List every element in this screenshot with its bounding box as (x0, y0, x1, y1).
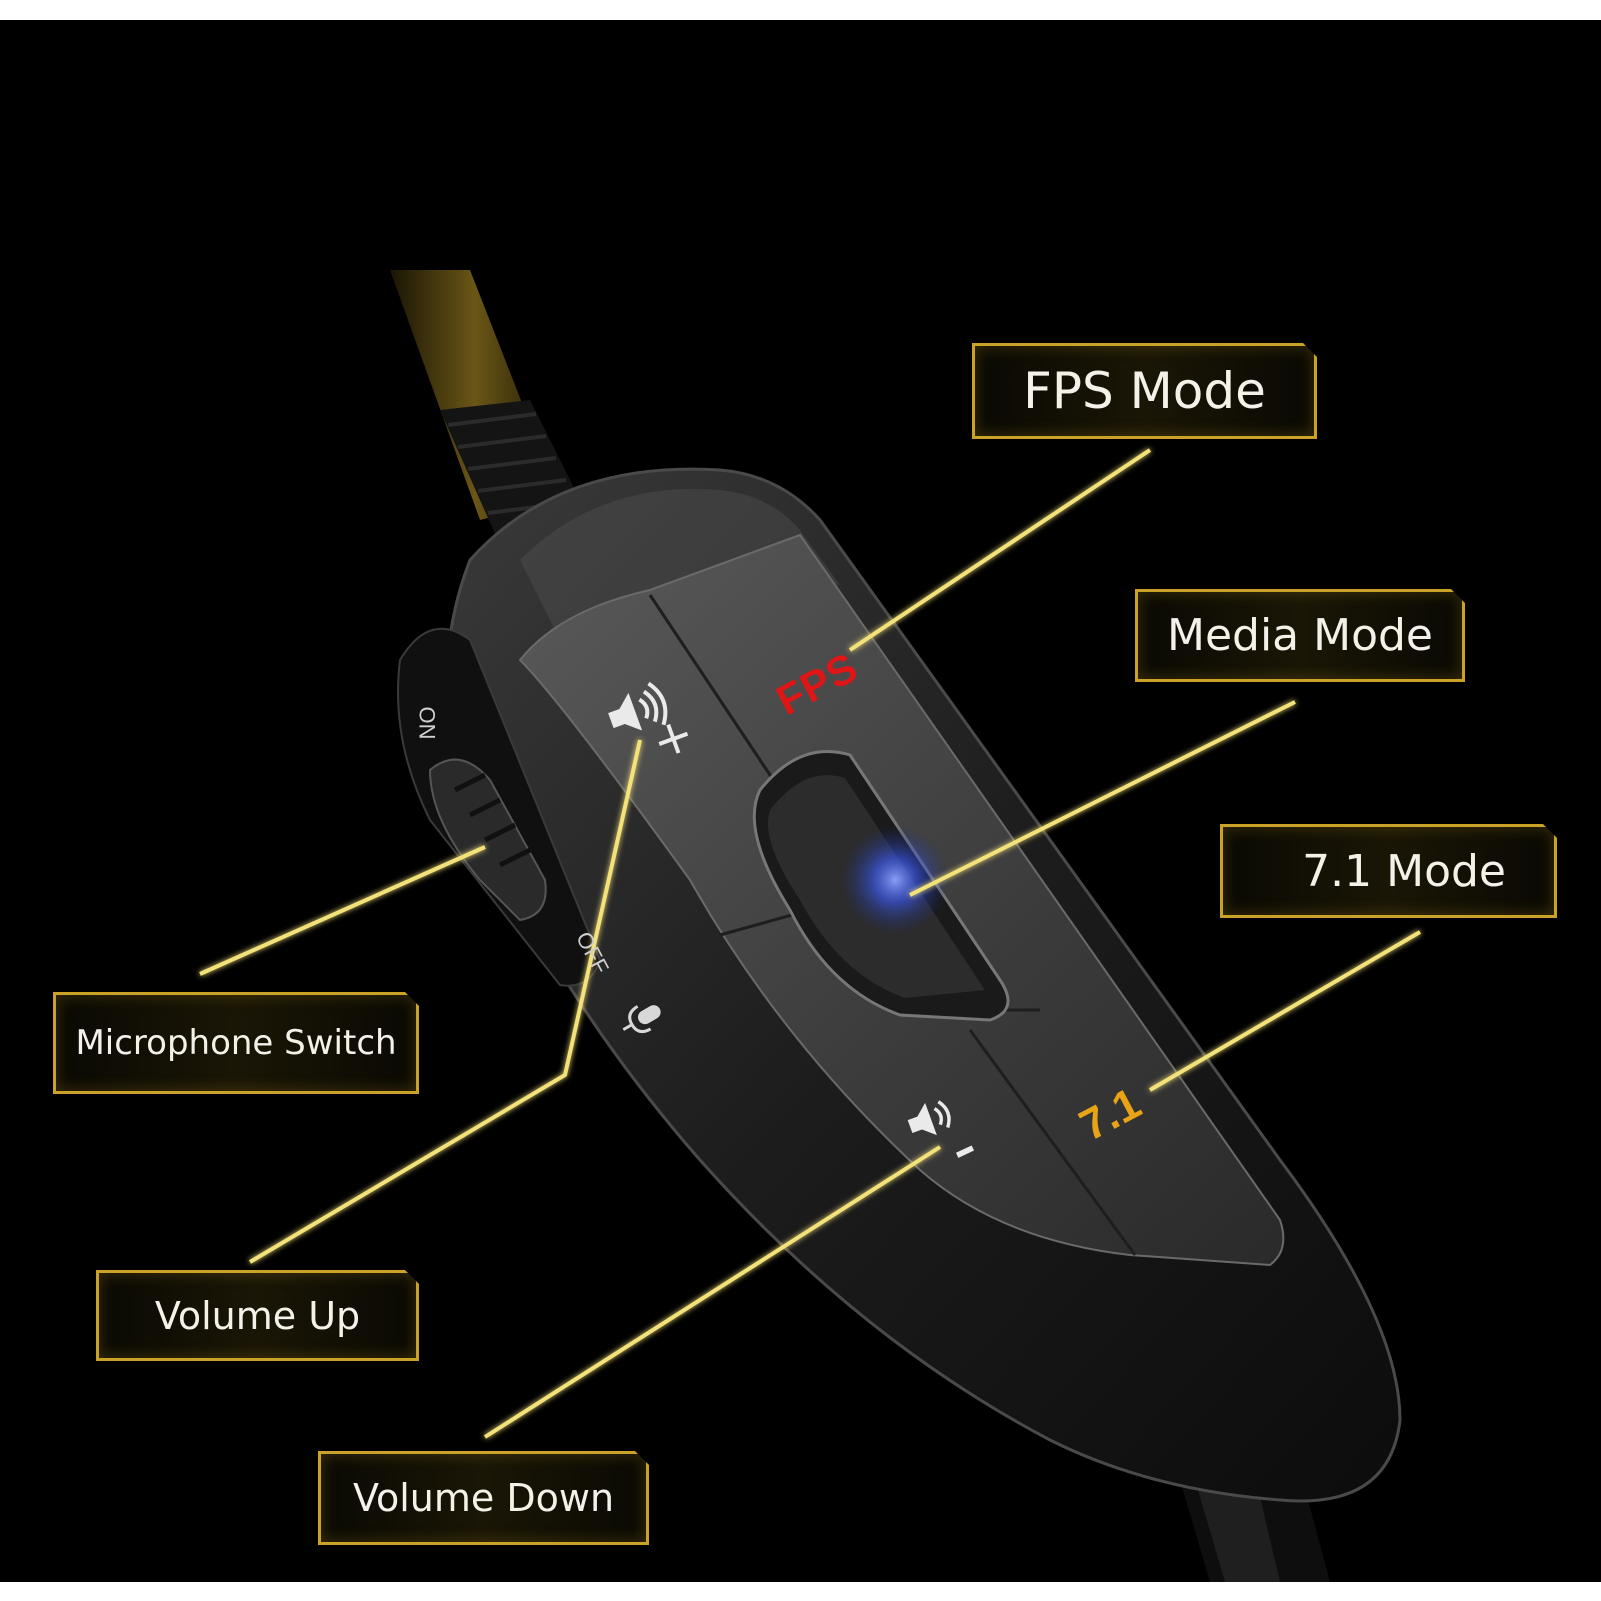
media-mode-callout: Media Mode (1135, 589, 1465, 682)
media-mode-text: Media Mode (1166, 610, 1434, 661)
fps-mode-text: FPS Mode (1023, 362, 1266, 420)
microphone-icon (622, 1005, 661, 1034)
media-led (840, 825, 950, 935)
speaker-volume-down-icon (907, 1100, 951, 1136)
switch-on-label: ON (414, 706, 440, 740)
controller-illustration (199, 270, 1422, 1582)
fps-mode-callout: FPS Mode (972, 343, 1317, 439)
volume-down-button[interactable]: – (905, 1090, 995, 1177)
microphone-switch-text: Microphone Switch (75, 1023, 397, 1063)
volume-down-callout: Volume Down (318, 1451, 649, 1545)
volume-down-text: Volume Down (352, 1476, 615, 1520)
black-background: FPS 7.1 ON OFF + – (0, 20, 1601, 1582)
microphone-switch-callout: Microphone Switch (53, 992, 419, 1094)
speaker-volume-up-icon (608, 681, 668, 731)
volume-up-text: Volume Up (154, 1293, 361, 1338)
callout-lines (199, 448, 1422, 1439)
volume-up-button[interactable]: + (605, 680, 702, 771)
surround-mode-callout: 7.1 Mode (1220, 824, 1557, 918)
volume-up-callout: Volume Up (96, 1270, 419, 1361)
minus-sign: – (943, 1121, 985, 1178)
surround-mode-text: 7.1 Mode (1302, 845, 1506, 897)
